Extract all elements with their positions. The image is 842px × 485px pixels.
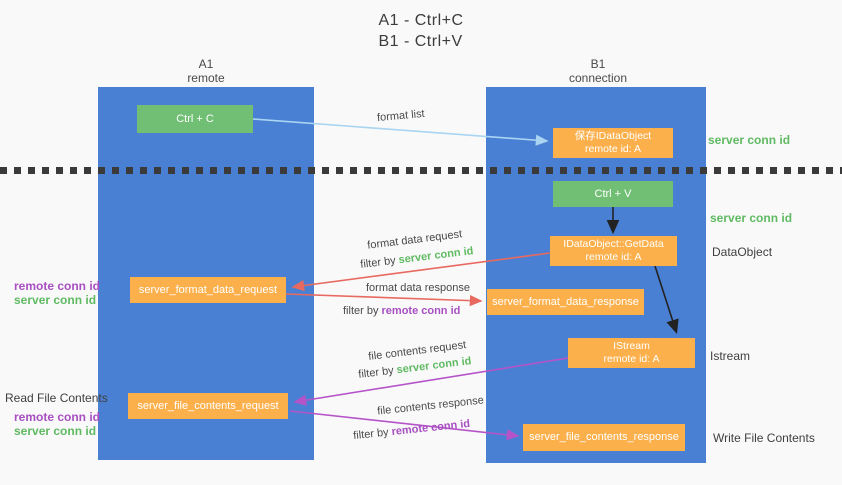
server-conn-id-label-left-1: server conn id: [14, 293, 97, 307]
lifeline-a1-subtitle: remote: [187, 71, 225, 85]
server-file-contents-request-box: server_file_contents_request: [128, 393, 288, 419]
filter-by-text: filter by: [359, 254, 400, 271]
getdata-line1: IDataObject::GetData: [563, 238, 664, 250]
filter-by-text: filter by: [352, 426, 393, 443]
server-format-data-response-label: server_format_data_response: [492, 295, 639, 308]
save-dataobject-box: 保存IDataObject remote id: A: [553, 128, 673, 158]
remote-conn-id-inline-2: remote conn id: [390, 417, 471, 439]
phase-divider-dotted-line: [0, 167, 842, 174]
server-conn-id-label-mid: server conn id: [710, 211, 793, 225]
filter-by-text: filter by: [357, 364, 398, 381]
ctrl-v-box: Ctrl + V: [553, 181, 673, 207]
ctrl-c-label: Ctrl + C: [176, 112, 214, 125]
getdata-box: IDataObject::GetData remote id: A: [550, 236, 677, 266]
server-format-data-response-box: server_format_data_response: [487, 289, 644, 315]
title-line-a1: A1 - Ctrl+C: [378, 12, 464, 29]
file-contents-response-label: file contents response: [376, 394, 485, 418]
write-file-contents-label: Write File Contents: [713, 431, 815, 445]
server-conn-id-inline-2: server conn id: [395, 355, 473, 377]
istream-side-label: Istream: [710, 349, 751, 363]
format-data-response-label: format data response: [366, 282, 470, 294]
istream-box: IStream remote id: A: [568, 338, 695, 368]
remote-conn-id-label-2: remote conn id: [14, 410, 101, 424]
server-conn-id-label-left-2: server conn id: [14, 424, 97, 438]
server-format-data-request-box: server_format_data_request: [130, 277, 286, 303]
diagram-title: A1 - Ctrl+C B1 - Ctrl+V: [0, 10, 842, 52]
lifeline-a1-name: A1: [198, 57, 214, 71]
remote-conn-id-label-1: remote conn id: [14, 279, 101, 293]
server-conn-id-inline-1: server conn id: [397, 245, 475, 267]
format-list-label: format list: [376, 107, 426, 125]
title-line-b1: B1 - Ctrl+V: [378, 33, 463, 50]
filter-by-remote-conn-id-label-2: filter by remote conn id: [353, 418, 471, 442]
lifeline-header-b1: B1 connection: [538, 57, 658, 85]
lifeline-b1-subtitle: connection: [568, 71, 628, 85]
arrow-format-data-response: [285, 293, 483, 307]
server-format-data-request-label: server_format_data_request: [138, 283, 278, 296]
server-conn-id-label-top: server conn id: [708, 133, 791, 147]
filter-by-remote-conn-id-label-1: filter by remote conn id: [343, 305, 460, 317]
filter-by-text: filter by: [343, 305, 382, 317]
lifeline-b1-name: B1: [590, 57, 606, 71]
server-file-contents-response-box: server_file_contents_response: [523, 424, 685, 451]
read-file-contents-label: Read File Contents: [5, 391, 108, 405]
lifeline-header-a1: A1 remote: [146, 57, 266, 85]
save-dataobject-line2: remote id: A: [584, 143, 642, 155]
save-dataobject-line1: 保存IDataObject: [574, 130, 652, 142]
dataobject-label: DataObject: [712, 245, 773, 259]
ctrl-c-box: Ctrl + C: [137, 105, 253, 133]
server-file-contents-request-label: server_file_contents_request: [137, 399, 279, 412]
ctrl-v-label: Ctrl + V: [594, 187, 632, 200]
remote-conn-id-inline-1: remote conn id: [381, 305, 461, 317]
istream-line2: remote id: A: [603, 353, 660, 365]
istream-line1: IStream: [613, 340, 650, 352]
getdata-line2: remote id: A: [585, 251, 642, 263]
server-file-contents-response-label: server_file_contents_response: [529, 431, 679, 443]
